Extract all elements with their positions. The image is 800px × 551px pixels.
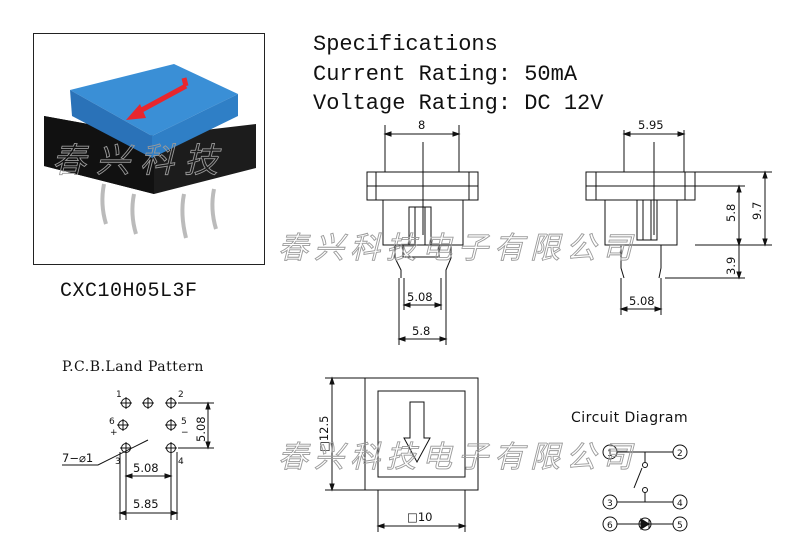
circuit-pin-4: 4 bbox=[677, 499, 683, 509]
front-base-label: 5.8 bbox=[412, 324, 430, 338]
inner-size-label: □10 bbox=[407, 510, 433, 524]
side-width-label: 5.95 bbox=[638, 118, 664, 132]
pcb-holes bbox=[117, 397, 177, 454]
pin-length-label: 3.9 bbox=[724, 257, 738, 275]
circuit-pin-5: 5 bbox=[677, 521, 683, 531]
pcb-pin-2: 2 bbox=[178, 390, 184, 400]
top-view bbox=[325, 376, 479, 532]
pcb-pin-6: 6 bbox=[109, 417, 115, 427]
pcb-plus-sign: + bbox=[110, 428, 118, 438]
front-pitch-label: 5.08 bbox=[407, 290, 433, 304]
switch-cap bbox=[70, 64, 238, 136]
pcb-land-pattern bbox=[62, 397, 214, 520]
pcb-pitch-x-label: 5.08 bbox=[133, 461, 159, 475]
drawing-watermark-lower: 春兴科技电子有限公司 bbox=[278, 440, 638, 475]
drawing-watermark-upper: 春兴科技电子有限公司 bbox=[278, 231, 638, 266]
arrow-mark bbox=[136, 83, 188, 115]
pcb-pin-5: 5 bbox=[181, 417, 187, 427]
model-number: CXC10H05L3F bbox=[60, 280, 198, 303]
voltage-rating: Voltage Rating: DC 12V bbox=[313, 91, 604, 116]
pcb-pattern-title: P.C.B.Land Pattern bbox=[62, 359, 204, 375]
front-width-label: 8 bbox=[418, 118, 425, 132]
pcb-pin-4: 4 bbox=[178, 457, 184, 467]
hole-spec-label: 7−⌀1 bbox=[62, 451, 93, 465]
product-photo-frame: 春兴科技 bbox=[33, 33, 265, 265]
pcb-span-label: 5.85 bbox=[133, 497, 159, 511]
specs-title: Specifications bbox=[313, 32, 498, 57]
body-height-label: 5.8 bbox=[724, 204, 738, 222]
outer-size-label: □12.5 bbox=[317, 416, 331, 452]
product-photo: 春兴科技 bbox=[44, 64, 256, 239]
circuit-pin-2: 2 bbox=[677, 449, 683, 459]
circuit-pin-1: 1 bbox=[607, 449, 613, 459]
side-pitch-label: 5.08 bbox=[629, 294, 655, 308]
pcb-pin-1: 1 bbox=[116, 390, 122, 400]
circuit-diagram bbox=[602, 444, 688, 532]
front-view bbox=[366, 125, 479, 345]
arrow-symbol bbox=[403, 401, 431, 464]
side-view bbox=[585, 130, 772, 315]
current-rating: Current Rating: 50mA bbox=[313, 61, 578, 87]
photo-watermark: 春兴科技 bbox=[52, 141, 228, 181]
pcb-pin-3: 3 bbox=[115, 457, 121, 467]
pcb-pitch-y-label: 5.08 bbox=[194, 416, 208, 442]
total-height-label: 9.7 bbox=[750, 202, 764, 220]
circuit-pin-3: 3 bbox=[607, 499, 613, 509]
circuit-pin-6: 6 bbox=[607, 521, 613, 531]
pcb-minus-sign: − bbox=[181, 428, 189, 438]
circuit-diagram-title: Circuit Diagram bbox=[571, 410, 689, 426]
